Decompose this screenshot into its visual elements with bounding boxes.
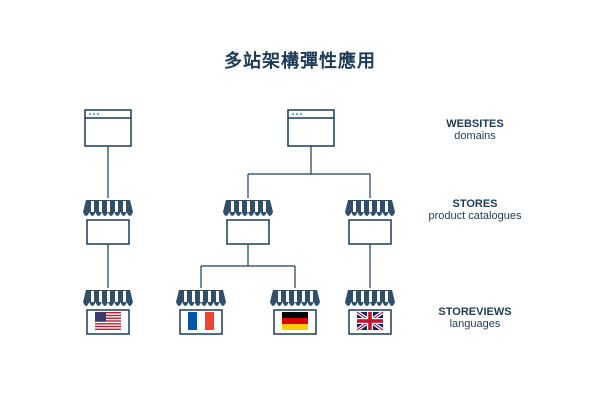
websites-heading: WEBSITES — [446, 118, 504, 130]
level-label-storeviews: STOREVIEWS languages — [420, 306, 530, 330]
storeviews-subtitle: languages — [449, 318, 501, 330]
storeviews-heading: STOREVIEWS — [438, 306, 512, 318]
diagram-title: 多站架構彈性應用 — [224, 51, 376, 72]
stores-heading: STORES — [452, 198, 498, 210]
level-label-websites: WEBSITES domains — [420, 118, 530, 142]
store-2-icon — [222, 199, 274, 245]
stores-subtitle: product catalogues — [428, 210, 522, 222]
us-flag-icon — [95, 312, 121, 330]
website-1-browser-icon — [84, 109, 132, 147]
uk-flag-icon — [355, 310, 385, 332]
store-3-icon — [344, 199, 396, 245]
level-label-stores: STORES product catalogues — [420, 198, 530, 222]
germany-flag-icon — [282, 312, 308, 330]
website-2-browser-icon — [287, 109, 335, 147]
connector-lines — [107, 146, 371, 288]
france-flag-icon — [188, 312, 214, 330]
websites-subtitle: domains — [454, 130, 496, 142]
store-1-icon — [82, 199, 134, 245]
